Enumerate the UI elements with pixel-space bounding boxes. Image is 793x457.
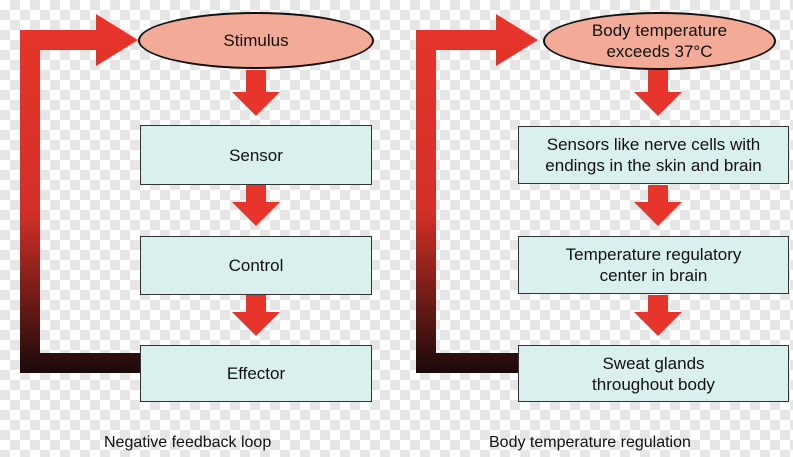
caption-body-temperature-regulation: Body temperature regulation <box>489 434 691 451</box>
node-effector: Effector <box>140 345 372 402</box>
left-feedback-arrow <box>20 14 140 373</box>
right-down-arrow-1 <box>634 70 682 116</box>
right-down-arrow-3 <box>634 295 682 336</box>
node-temperature-regulatory-center: Temperature regulatory center in brain <box>518 236 789 294</box>
node-body-temperature: Body temperature exceeds 37°C <box>543 12 776 70</box>
node-control: Control <box>140 236 372 295</box>
left-down-arrow-1 <box>232 70 280 116</box>
node-sweat-glands: Sweat glands throughout body <box>518 345 789 402</box>
node-stimulus: Stimulus <box>138 12 374 69</box>
left-down-arrow-3 <box>232 295 280 336</box>
left-down-arrow-2 <box>232 185 280 226</box>
node-sensor: Sensor <box>140 125 372 185</box>
node-sensors-nerve-cells: Sensors like nerve cells with endings in… <box>518 126 789 184</box>
right-feedback-arrow <box>416 14 538 373</box>
right-down-arrow-2 <box>634 185 682 226</box>
caption-negative-feedback-loop: Negative feedback loop <box>104 434 272 451</box>
